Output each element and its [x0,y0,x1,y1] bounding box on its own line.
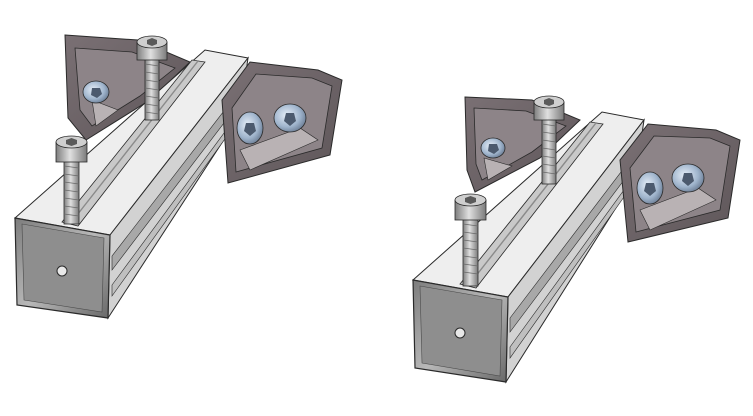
t-nut-right-1 [236,111,264,145]
end-cap-left [14,217,111,319]
profile-assembly-left [13,34,343,320]
t-nut-back [82,80,110,104]
t-nut-right-4 [671,163,705,193]
t-nut-right-2 [273,103,307,133]
socket-head-screw-back [136,35,168,121]
socket-head-screw-front [55,135,88,225]
profile-assembly-right [411,95,741,384]
t-nut-back-2 [480,137,506,159]
end-cap-right [412,279,509,383]
socket-head-screw-front-2 [454,193,487,287]
socket-head-screw-back-2 [533,95,565,185]
t-nut-right-3 [636,171,664,205]
